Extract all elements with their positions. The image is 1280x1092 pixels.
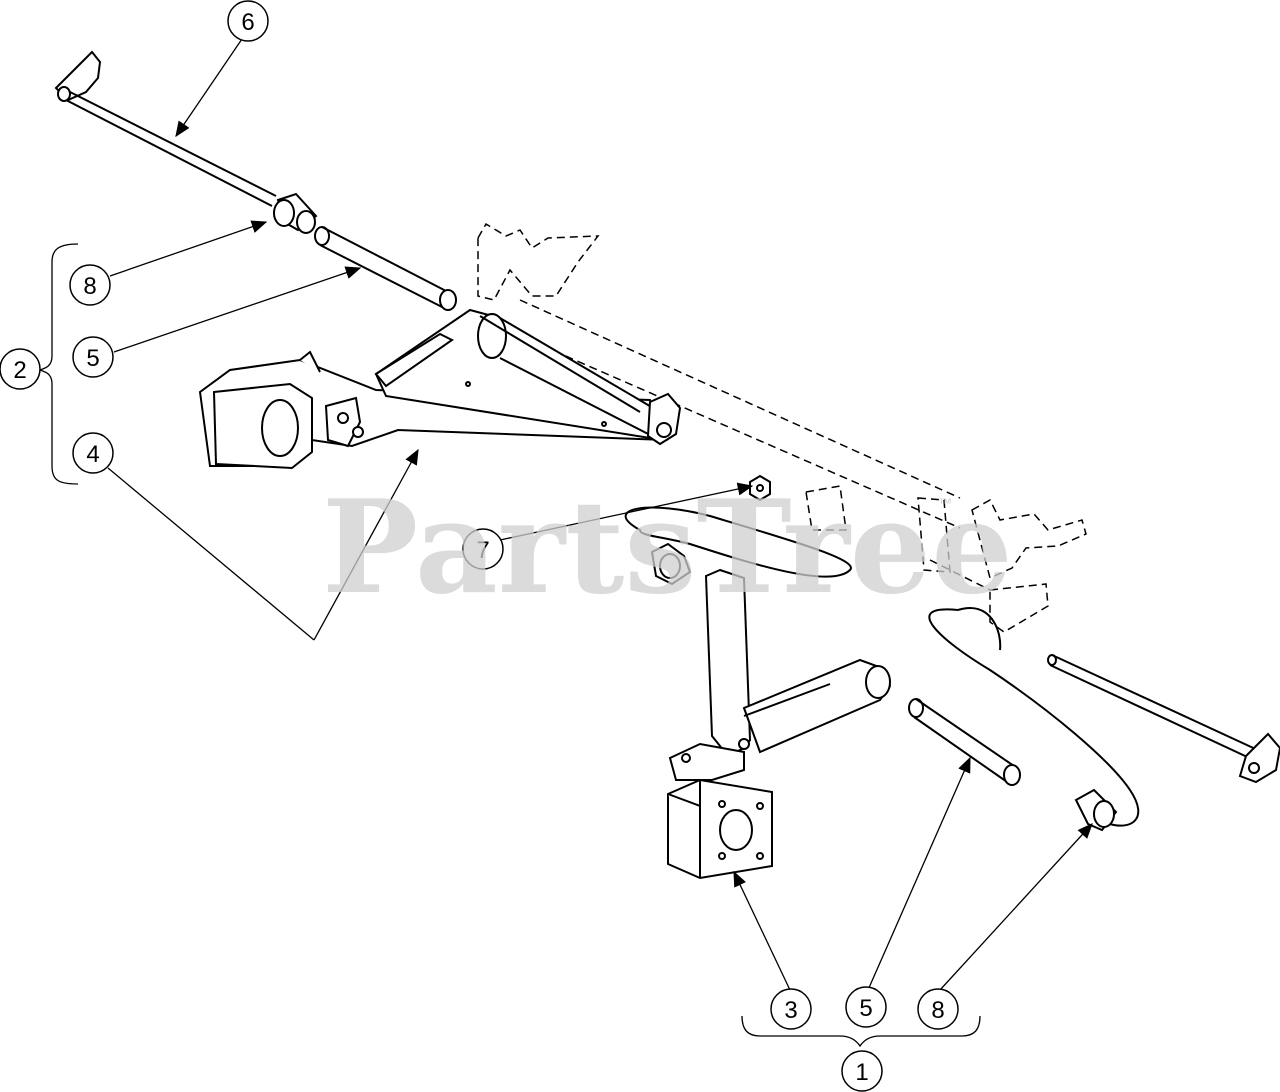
lasso-curves xyxy=(624,506,1140,827)
pin-bottom xyxy=(908,698,1021,786)
lock-nut xyxy=(749,474,771,502)
callouts: 6 8 2 5 4 7 3 5 8 1 xyxy=(0,0,959,1092)
callout-5-bottom: 5 xyxy=(845,986,887,1028)
control-arm-right xyxy=(650,542,892,880)
svg-text:7: 7 xyxy=(476,537,489,564)
svg-text:6: 6 xyxy=(241,9,254,36)
leader-lines xyxy=(107,35,1093,991)
svg-text:™: ™ xyxy=(938,495,952,511)
callout-1: 1 xyxy=(841,1050,883,1092)
svg-text:5: 5 xyxy=(86,345,99,372)
callout-3: 3 xyxy=(770,988,812,1030)
bushing-top xyxy=(273,192,318,234)
svg-text:8: 8 xyxy=(931,997,944,1024)
control-arm-left xyxy=(198,308,682,470)
callout-7: 7 xyxy=(462,528,504,570)
callout-6-top: 6 xyxy=(227,0,269,42)
svg-text:4: 4 xyxy=(86,441,99,468)
callout-4: 4 xyxy=(72,432,114,474)
svg-text:2: 2 xyxy=(13,357,26,384)
axle-rod-bottom xyxy=(1047,654,1280,784)
svg-text:1: 1 xyxy=(855,1059,868,1086)
callout-5-top: 5 xyxy=(72,336,114,378)
svg-text:8: 8 xyxy=(83,273,96,300)
svg-text:5: 5 xyxy=(859,995,872,1022)
svg-text:3: 3 xyxy=(784,997,797,1024)
watermark: PartsTree ™ xyxy=(322,473,1013,623)
callout-8-top: 8 xyxy=(69,264,111,306)
bushing-bottom xyxy=(1074,788,1118,832)
callout-2: 2 xyxy=(0,348,41,390)
callout-8-bottom: 8 xyxy=(917,988,959,1030)
svg-text:PartsTree: PartsTree xyxy=(322,473,1013,623)
axle-rod-top xyxy=(54,50,277,207)
phantom-frame xyxy=(477,222,1087,633)
pin-top xyxy=(314,226,457,311)
